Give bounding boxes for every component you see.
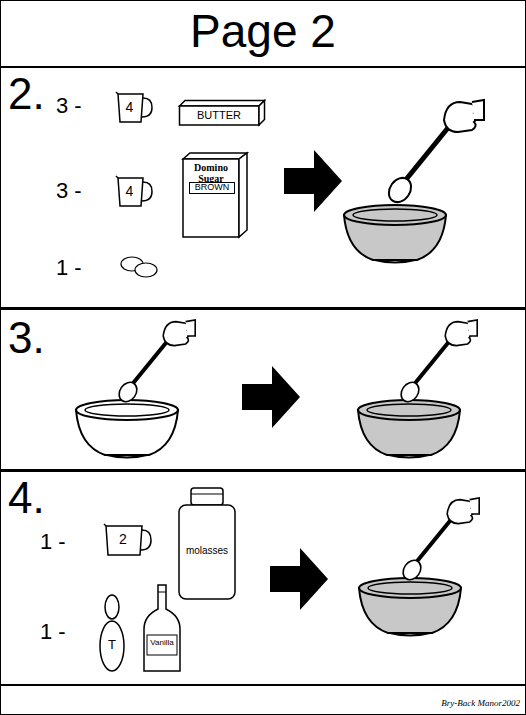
measuring-spoon-text: T bbox=[99, 638, 125, 652]
measuring-cup-outline bbox=[116, 176, 153, 207]
step-band-outline bbox=[0, 470, 526, 472]
step-band-outline bbox=[0, 66, 526, 68]
measuring-cup-outline bbox=[142, 182, 152, 201]
butter-box-outline bbox=[180, 101, 265, 107]
sugar-box-outline bbox=[183, 153, 247, 159]
vanilla-bottle-outline bbox=[158, 592, 166, 593]
measuring-cup-outline bbox=[116, 92, 153, 123]
vanilla-bottle: Vanilla bbox=[142, 584, 182, 672]
measuring-spoon-outline bbox=[105, 595, 119, 619]
step-band: 3. bbox=[0, 308, 526, 471]
step-band-text: 3. bbox=[8, 314, 88, 362]
measuring-cup: 4 bbox=[116, 92, 153, 123]
sugar-box-outline bbox=[239, 153, 247, 237]
molasses-bottle-outline bbox=[191, 494, 223, 495]
step-band-text: 4. bbox=[8, 474, 88, 522]
molasses-bottle-outline bbox=[178, 487, 236, 600]
measuring-cup-text: 4 bbox=[116, 184, 143, 199]
step-band-outline bbox=[0, 469, 526, 471]
step-band-outline bbox=[0, 307, 526, 309]
mixing-bowl bbox=[344, 205, 446, 263]
measuring-cup-outline bbox=[116, 176, 118, 178]
hand-with-spoon bbox=[399, 498, 479, 583]
measuring-cup-text: 2 bbox=[104, 532, 142, 547]
molasses-bottle-outline bbox=[179, 505, 235, 599]
sugar-label-text: BROWN bbox=[189, 183, 235, 193]
step-arrow bbox=[284, 150, 342, 212]
measuring-cup-outline bbox=[104, 524, 152, 556]
step-band-outline bbox=[0, 308, 526, 471]
quantity-label: 1 - bbox=[56, 256, 106, 280]
molasses-bottle: molasses bbox=[178, 487, 236, 600]
measuring-cup-outline bbox=[142, 98, 152, 117]
sugar-box: Domino SugarBROWN bbox=[182, 152, 248, 238]
step-arrow bbox=[270, 548, 328, 610]
hand-with-spoon bbox=[397, 320, 477, 405]
vanilla-bottle-outline bbox=[144, 585, 180, 671]
egg bbox=[121, 257, 143, 271]
hand-with-spoon bbox=[115, 320, 195, 405]
quantity-label: 1 - bbox=[40, 620, 90, 644]
molasses-bottle-text: molasses bbox=[178, 545, 236, 556]
mixing-bowl bbox=[359, 578, 461, 636]
butter-box-outline bbox=[259, 101, 265, 126]
butter-box: BUTTER bbox=[179, 100, 265, 126]
measuring-spoon: T bbox=[99, 594, 125, 672]
sugar-label-outline bbox=[190, 183, 235, 194]
butter-box-text: BUTTER bbox=[179, 109, 259, 121]
measuring-cup-outline bbox=[104, 524, 106, 526]
measuring-cup: 2 bbox=[104, 524, 152, 556]
quantity-label: 3 - bbox=[56, 179, 106, 203]
measuring-cup-text: 4 bbox=[116, 100, 143, 115]
butter-box-outline bbox=[180, 106, 260, 125]
egg bbox=[135, 263, 157, 277]
vanilla-bottle-text: Vanilla bbox=[142, 639, 182, 648]
measuring-spoon-outline bbox=[100, 621, 124, 671]
mixing-bowl bbox=[76, 400, 178, 458]
sugar-label: BROWN bbox=[189, 182, 235, 194]
quantity-label: 1 - bbox=[40, 530, 90, 554]
step-band-outline bbox=[0, 470, 526, 686]
measuring-cup-outline bbox=[116, 92, 118, 94]
quantity-label: 3 - bbox=[56, 94, 106, 118]
mixing-bowl bbox=[358, 400, 460, 458]
step-band-outline bbox=[0, 684, 526, 686]
step-arrow bbox=[242, 366, 300, 428]
copyright-note: Bry-Back Manor2002 bbox=[376, 699, 520, 709]
step-band: 4. 2 molassesT Vanilla bbox=[0, 470, 526, 686]
measuring-spoon-outline bbox=[99, 594, 125, 672]
page-title: Page 2 bbox=[0, 8, 526, 54]
vanilla-bottle-outline bbox=[142, 584, 182, 672]
sugar-box-text: Domino Sugar bbox=[183, 162, 239, 184]
measuring-cup: 4 bbox=[116, 176, 153, 207]
step-band-outline bbox=[0, 308, 526, 310]
sugar-box-outline bbox=[183, 159, 239, 237]
molasses-bottle-outline bbox=[191, 488, 223, 505]
hand-with-spoon bbox=[384, 100, 484, 206]
measuring-cup-outline bbox=[141, 530, 151, 550]
